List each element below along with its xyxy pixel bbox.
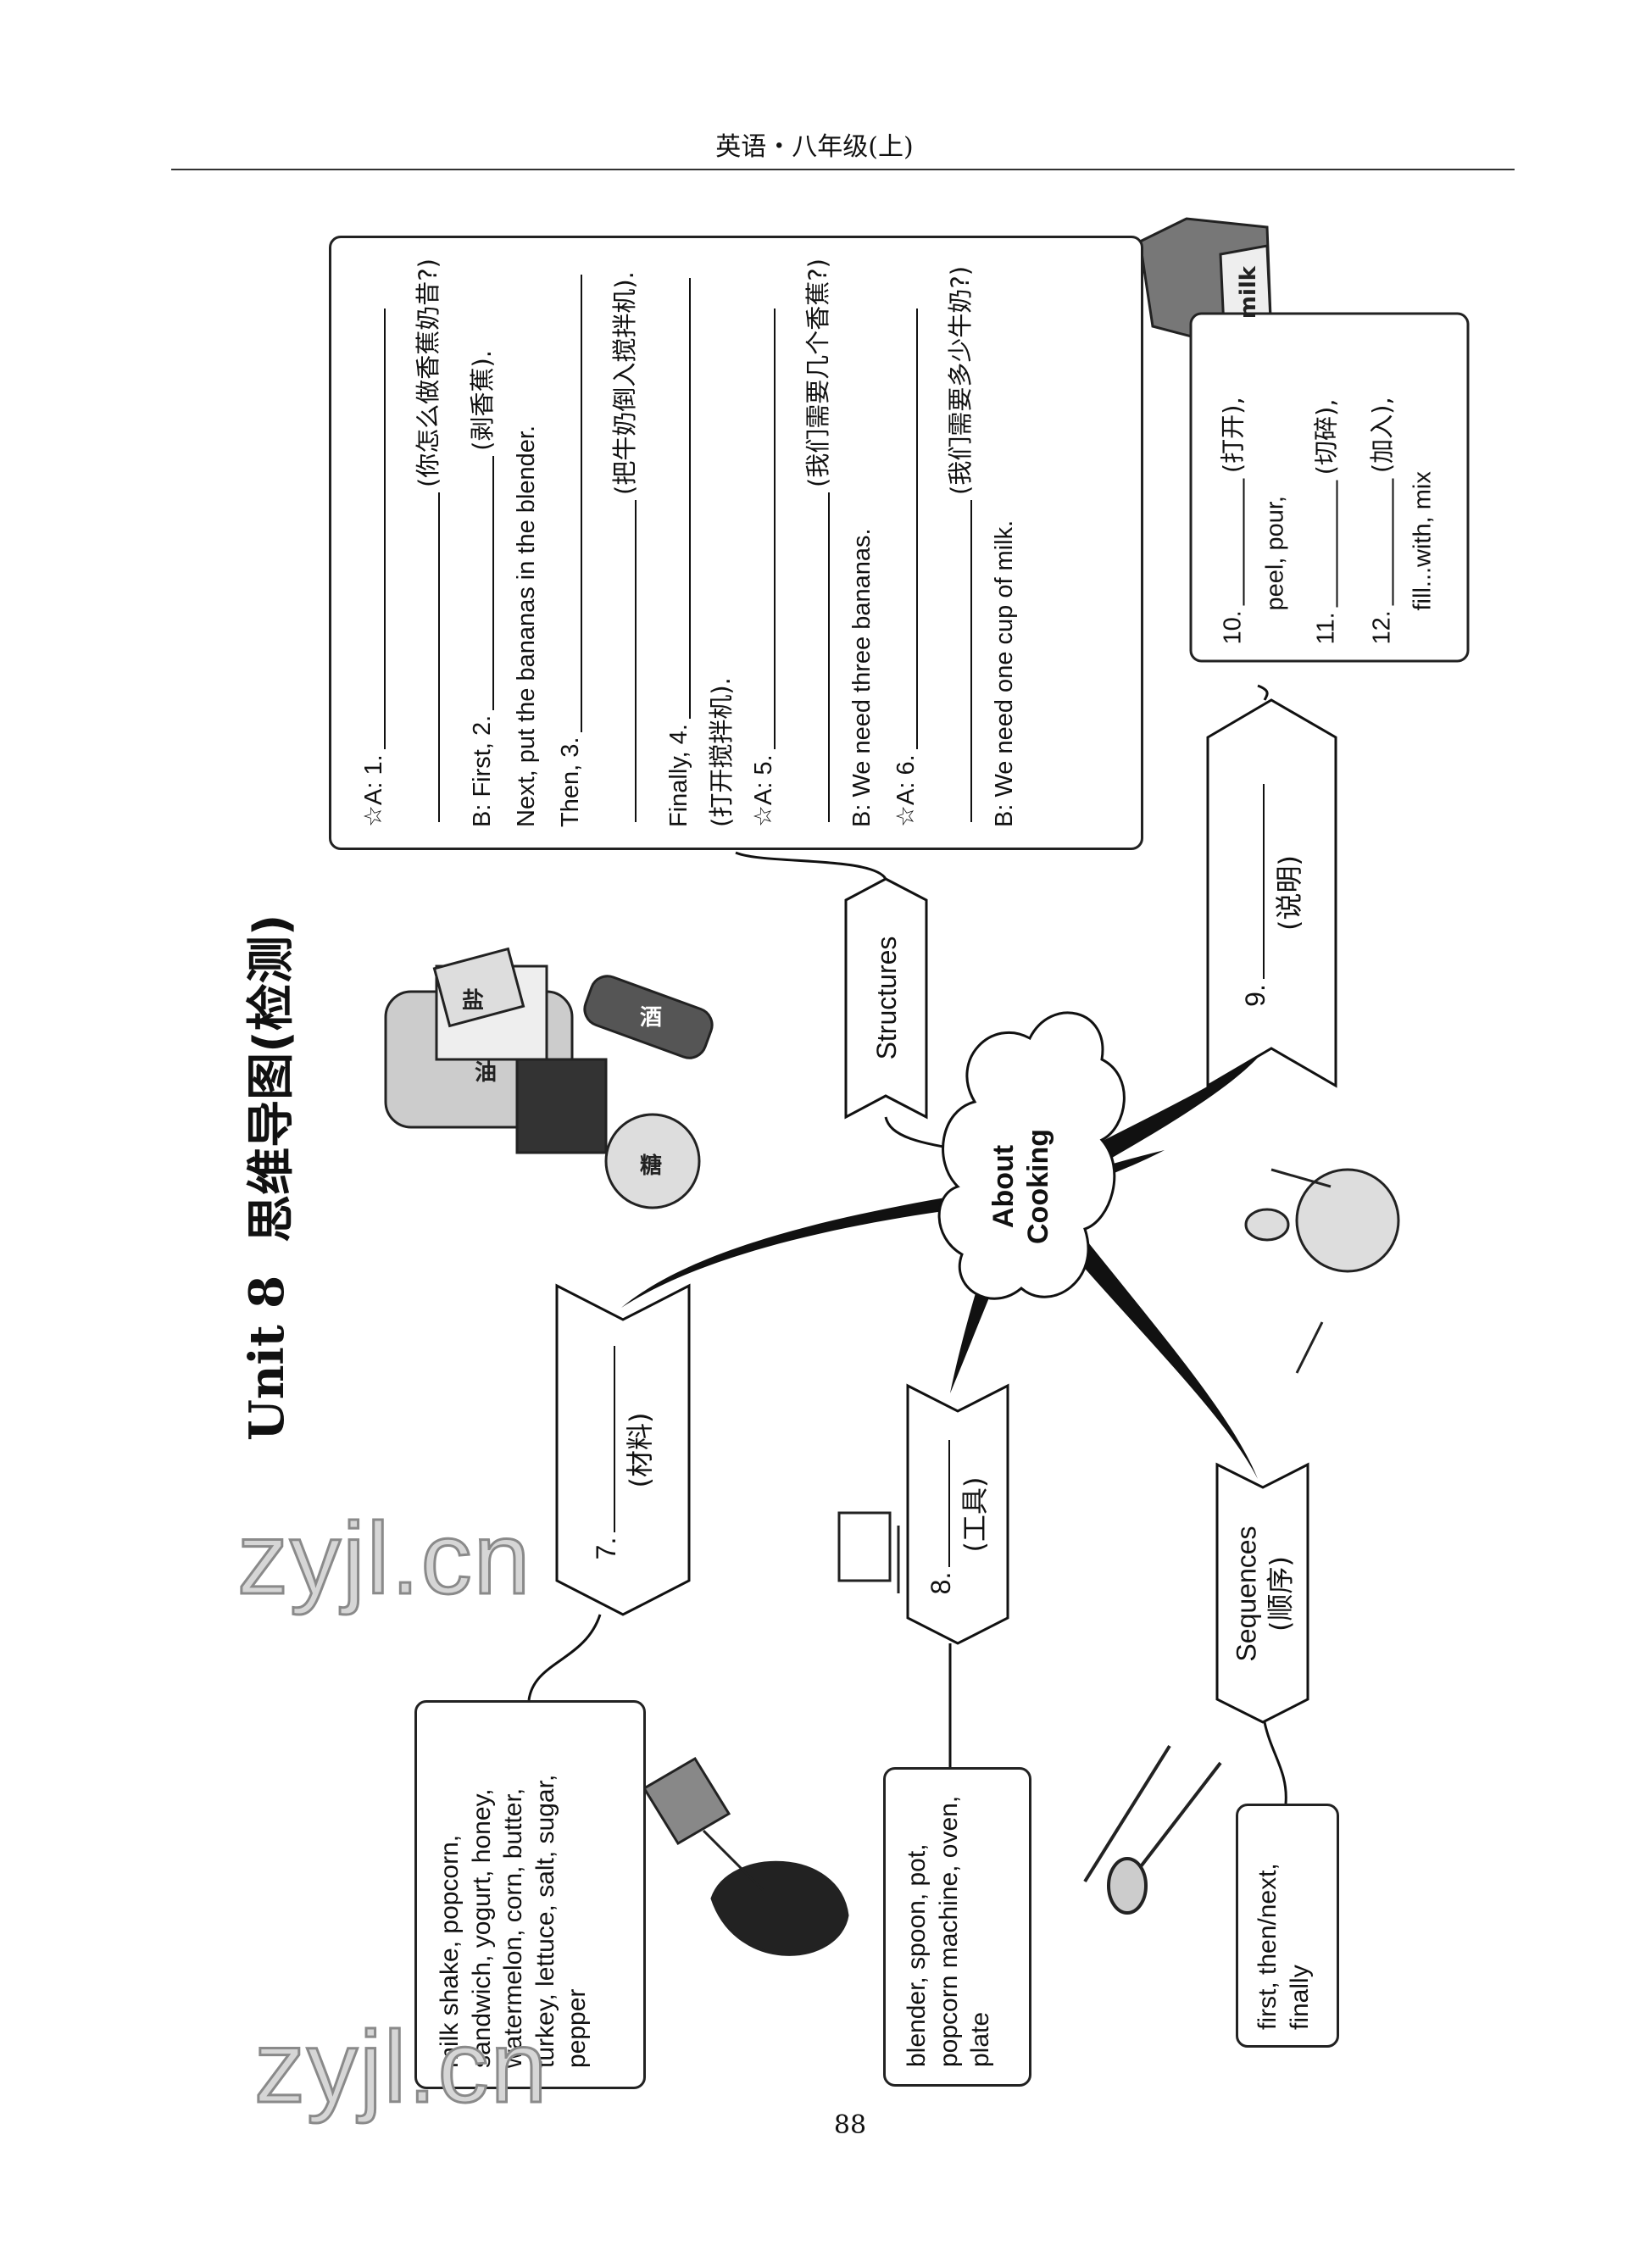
mixer-illustration — [642, 1756, 849, 1956]
answer-blank-1[interactable] — [362, 309, 386, 750]
utensils-illustration — [1244, 1168, 1400, 1374]
answer-blank-6[interactable] — [894, 309, 918, 750]
header-divider — [171, 169, 1515, 170]
label-shape-sequences — [1215, 1462, 1309, 1724]
verb-line: fill...with, mix — [1408, 470, 1436, 610]
tools-label: 8. (工具) — [908, 1411, 1008, 1618]
connector-instructions-box — [1257, 684, 1269, 701]
wine-label: 酒 — [640, 1005, 663, 1031]
label-shape-ingredients — [555, 1283, 691, 1616]
center-cloud — [937, 1011, 1126, 1300]
tools-box: blender, spoon, pot, popcorn machine, ov… — [883, 1767, 1031, 2087]
answer-blank-3[interactable] — [559, 274, 582, 732]
answer-blank-12[interactable] — [1370, 477, 1393, 605]
oil-label: 油 — [475, 1060, 498, 1086]
watermark: zyjl.cn — [236, 1501, 532, 1617]
verb-line: peel, pour, — [1260, 495, 1288, 610]
structures-line: ☆A: 6. — [879, 258, 933, 827]
page-title: Unit 8 思维导图(检测) — [229, 881, 305, 1441]
structures-line: B: First, 2.(剥香蕉). — [467, 350, 497, 827]
structures-box: ☆A: 1. (你怎么做香蕉奶昔?) B: First, 2.(剥香蕉). Ne… — [329, 236, 1143, 850]
sequences-box: first, then/next, finally — [1236, 1804, 1339, 2048]
verb-line: 11.(切碎), — [1310, 397, 1340, 644]
ingredients-label: 7. (材料) — [557, 1320, 689, 1581]
structures-line: (你怎么做香蕉奶昔?) — [401, 258, 455, 827]
answer-blank-11[interactable] — [1314, 479, 1337, 607]
structures-line: ☆A: 1. — [347, 258, 401, 827]
structures-line: (我们需要几个香蕉?) — [791, 258, 845, 827]
title-subtitle: 思维导图(检测) — [243, 914, 299, 1242]
structures-label: Structures — [870, 936, 902, 1060]
verbs-box: 10.(打开), peel, pour, 11.(切碎), 12.(加入), f… — [1189, 312, 1469, 662]
structures-line: (把牛奶倒入搅拌机). — [598, 258, 652, 827]
answer-blank-8[interactable] — [926, 1439, 950, 1567]
answer-blank-2[interactable] — [470, 455, 494, 710]
salt-label: 盐 — [462, 988, 485, 1014]
structures-line: Then, 3. — [543, 258, 598, 827]
connector-structures-box — [735, 851, 887, 880]
structures-line: ☆A: 5. — [737, 258, 791, 827]
branch-sequences — [1030, 1195, 1258, 1479]
fork-spoon-illustration — [1083, 1744, 1222, 1915]
structures-line: B: We need three bananas. — [848, 528, 876, 827]
sequences-label: Sequences (顺序) — [1230, 1525, 1296, 1662]
sugar-label: 糖 — [640, 1153, 663, 1179]
answer-blank-10[interactable] — [1220, 477, 1244, 605]
structures-line: B: We need one cup of milk. — [990, 520, 1018, 827]
structures-line: Next, put the bananas in the blender. — [512, 425, 540, 827]
answer-blank-5[interactable] — [752, 309, 776, 750]
page-number: 88 — [833, 2110, 867, 2140]
watermark: zyjl.cn — [253, 2010, 549, 2126]
answer-blank-4[interactable] — [667, 278, 691, 720]
condiments-illustration — [384, 947, 714, 1209]
label-shape-structures — [844, 877, 928, 1120]
answer-blank-7[interactable] — [592, 1345, 615, 1532]
structures-line: (我们需要多少牛奶?) — [933, 258, 987, 827]
connector-sequences-box — [1263, 1721, 1287, 1804]
book-header: 英语・八年级(上) — [715, 132, 914, 162]
answer-blank-9[interactable] — [1240, 784, 1265, 980]
answer-blank-6b[interactable] — [948, 500, 972, 822]
connector-ingredients-box — [527, 1614, 602, 1701]
structures-line: (打开搅拌机). — [706, 677, 736, 827]
center-topic: About Cooking — [987, 1129, 1054, 1244]
verb-line: 12.(加入), — [1366, 396, 1396, 644]
answer-blank-1b[interactable] — [416, 492, 440, 822]
milk-carton-label: milk — [1236, 265, 1261, 320]
instructions-label: 9. (说明) — [1208, 737, 1336, 1048]
pot-icon — [837, 1511, 900, 1593]
answer-blank-5b[interactable] — [806, 492, 830, 822]
verb-line: 10.(打开), — [1217, 396, 1247, 644]
unit-label: Unit 8 — [239, 1275, 295, 1441]
label-shape-tools — [906, 1383, 1009, 1645]
label-shape-instructions — [1206, 698, 1337, 1088]
structures-line: Finally, 4. — [652, 258, 706, 827]
answer-blank-3b[interactable] — [613, 500, 637, 822]
